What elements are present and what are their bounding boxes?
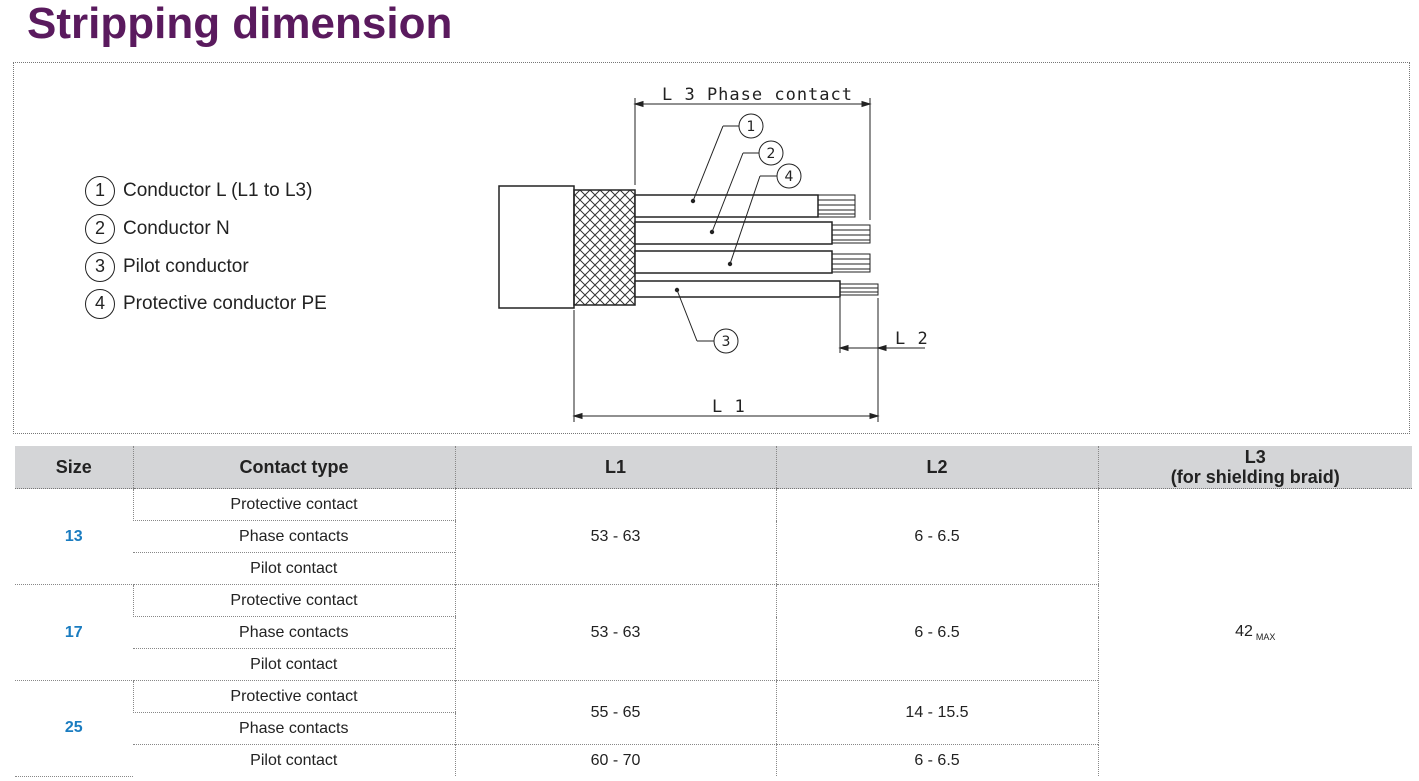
l1-dimension [572, 300, 880, 422]
l3-value: 42 [1235, 623, 1253, 640]
legend-number-2: 2 [85, 214, 115, 244]
callout-number-1: 1 [747, 119, 756, 135]
header-l3: L3 (for shielding braid) [1097, 446, 1412, 489]
header-l3-subtitle: (for shielding braid) [1170, 467, 1340, 487]
l3-label: L 3 Phase contact [662, 85, 853, 105]
legend-number-3: 3 [85, 252, 115, 282]
table-row: Phase contacts [15, 520, 1412, 553]
table-row: 13 Protective contact 53 - 63 6 - 6.5 42… [15, 488, 1412, 776]
l1-cell: 53 - 63 [454, 488, 776, 585]
contact-type-cell: Pilot contact [250, 751, 338, 769]
stripped-end-1 [817, 194, 856, 218]
l3-max-subscript: MAX [1255, 632, 1276, 642]
stripped-end-2 [831, 224, 871, 244]
callout-number-3: 3 [722, 334, 731, 350]
legend-number-4: 4 [85, 289, 115, 319]
conductor-2 [634, 221, 833, 245]
table-row: 17 Protective contact 53 - 63 6 - 6.5 [15, 584, 1412, 681]
shielding-braid [573, 189, 636, 306]
callout-circle-3 [713, 328, 739, 354]
l3-dimension [633, 98, 872, 220]
table-row: Phase contacts [15, 616, 1412, 649]
size-cell: 25 [15, 680, 133, 777]
figure-box [13, 62, 1410, 434]
cable-sheath [498, 185, 575, 309]
l1-cell: 55 - 65 [454, 680, 776, 745]
stripping-dimension-table: Size Contact type L1 L2 L3 (for shieldin… [15, 446, 1412, 777]
l2-dimension [838, 298, 925, 353]
l1-label: L 1 [712, 397, 746, 417]
callout-number-2: 2 [767, 146, 776, 162]
legend-text-4: Protective conductor PE [123, 293, 327, 314]
header-l3-title: L3 [1244, 447, 1266, 467]
size-cell: 13 [15, 488, 133, 585]
header-l1: L1 [454, 446, 776, 489]
size-cell: 17 [15, 584, 133, 681]
legend-text-2: Conductor N [123, 218, 230, 239]
contact-type-cell: Phase contacts [133, 712, 455, 745]
contact-type-cell: Protective contact [132, 680, 455, 713]
l2-cell: 6 - 6.5 [775, 744, 1098, 776]
l1-cell: 60 - 70 [454, 744, 776, 776]
legend-number-1: 1 [85, 176, 115, 206]
table-row: Pilot contact 60 - 70 6 - 6.5 [15, 744, 1412, 776]
stripped-end-3 [839, 283, 879, 296]
table-row: Pilot contact [15, 648, 1412, 681]
l2-label: L 2 [895, 329, 929, 349]
legend-text-1: Conductor L (L1 to L3) [123, 180, 313, 201]
table-row: 25 Protective contact 55 - 65 14 - 15.5 [15, 680, 1412, 777]
contact-type-cell: Protective contact [132, 488, 455, 521]
table-row: Pilot contact [15, 552, 1412, 585]
conductor-1 [634, 194, 819, 218]
l2-cell: 6 - 6.5 [775, 488, 1098, 585]
l1-cell: 53 - 63 [454, 584, 776, 681]
callout-circle-4 [776, 163, 802, 189]
callout-circle-2 [758, 140, 784, 166]
table-header-row: Size Contact type L1 L2 L3 (for shieldin… [15, 446, 1412, 489]
stripped-end-4 [831, 253, 871, 273]
cable-stripping-diagram: L 3 Phase contact L 1 L 2 1 [498, 85, 929, 422]
contact-type-cell: Pilot contact [133, 648, 455, 681]
header-l2: L2 [775, 446, 1098, 489]
l2-cell: 14 - 15.5 [775, 680, 1098, 745]
page-title: Stripping dimension [27, 0, 453, 48]
legend-text-3: Pilot conductor [123, 256, 249, 277]
header-size: Size [15, 446, 133, 489]
callout-number-4: 4 [785, 169, 794, 185]
contact-type-cell: Phase contacts [133, 616, 455, 649]
table-row: Phase contacts [15, 712, 1412, 745]
contact-type-cell: Pilot contact [133, 552, 455, 585]
callout-circle-1 [738, 113, 764, 139]
contact-type-cell: Phase contacts [133, 520, 455, 553]
contact-type-cell: Protective contact [132, 584, 455, 617]
header-contact-type: Contact type [132, 446, 455, 489]
l2-cell: 6 - 6.5 [775, 584, 1098, 681]
conductor-3 [634, 280, 841, 298]
